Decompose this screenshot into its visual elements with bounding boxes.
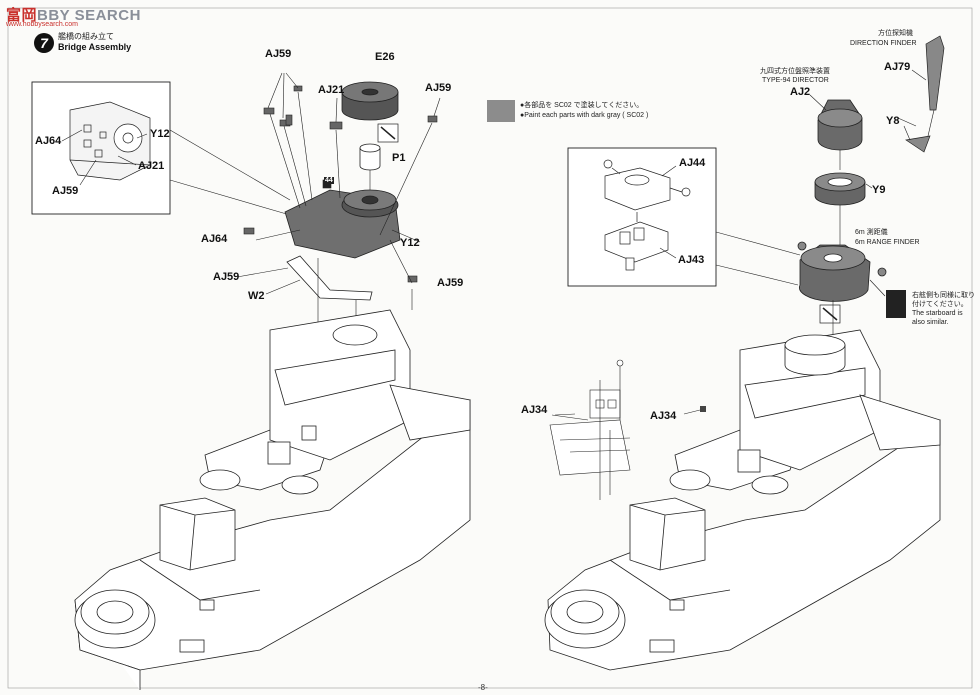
page-number: -8-: [478, 683, 488, 692]
starboard-note-jp-1: 右舷側も同様に取り: [912, 292, 975, 299]
starboard-note-en-1: The starboard is: [912, 310, 963, 317]
step-title-jp: 艦橋の組み立て: [58, 32, 114, 41]
label-y12-inset: Y12: [150, 128, 170, 140]
label-p1: P1: [392, 152, 406, 164]
direction-finder-jp: 方位探知機: [878, 30, 913, 37]
e26-cylinder-part: [341, 81, 399, 121]
watermark-brand-cn: 富岡: [6, 7, 38, 24]
ship-model-right: [544, 329, 941, 671]
range-finder-jp: 6m 測距儀: [855, 229, 888, 236]
aj44-aj43-drawing: [603, 159, 691, 271]
direction-finder-en: DIRECTION FINDER: [850, 40, 917, 47]
step-number-badge: 7: [34, 33, 54, 53]
inset-deck-drawing: [69, 101, 151, 181]
range-finder-en: 6m RANGE FINDER: [855, 239, 920, 246]
aj34-part-right: [700, 406, 706, 412]
label-aj43: AJ43: [678, 254, 705, 266]
direction-finder-part: [925, 35, 945, 111]
type94-director-part: [817, 99, 863, 151]
label-aj2: AJ2: [790, 86, 811, 98]
p1-ring-part: [359, 143, 381, 171]
label-aj79: AJ79: [884, 61, 911, 73]
label-aj34-left: AJ34: [521, 404, 548, 416]
label-aj64-main: AJ64: [201, 233, 228, 245]
label-aj64-inset: AJ64: [35, 135, 62, 147]
small-fittings: [243, 85, 438, 283]
label-aj59-top: AJ59: [265, 48, 292, 60]
marker-44: 44: [324, 177, 334, 184]
starboard-note-icon: [886, 290, 906, 318]
step-title-en: Bridge Assembly: [58, 42, 132, 52]
paint-note-en: ●Paint each parts with dark gray ( SC02 …: [520, 112, 649, 119]
label-aj59-low: AJ59: [437, 277, 464, 289]
label-aj59-right: AJ59: [425, 82, 452, 94]
starboard-note-en-2: also similar.: [912, 319, 949, 326]
paint-color-swatch: [487, 100, 515, 122]
director-jp: 九四式方位盤照準装置: [760, 68, 830, 75]
label-aj59-mid: AJ59: [213, 271, 240, 283]
label-y8: Y8: [886, 115, 900, 127]
ship-model-left: [74, 309, 471, 690]
label-w2: W2: [248, 290, 265, 302]
y9-ring-part: [814, 172, 866, 206]
label-y9: Y9: [872, 184, 886, 196]
label-aj44: AJ44: [679, 157, 706, 169]
label-aj59-inset: AJ59: [52, 185, 79, 197]
watermark-url: www.hobbysearch.com: [6, 21, 78, 28]
label-aj21-inset: AJ21: [138, 160, 165, 172]
aj34-detail-drawing: [549, 359, 631, 500]
w2-part: [286, 255, 373, 301]
watermark-logo: 富岡BBY SEARCH: [6, 4, 141, 25]
label-aj34-right: AJ34: [650, 410, 677, 422]
paint-note-jp: ●各部品を SC02 で塗装してください。: [520, 102, 644, 109]
label-y12-main: Y12: [400, 237, 420, 249]
bridge-platform-part: [284, 189, 401, 259]
label-e26: E26: [375, 51, 395, 63]
director-en: TYPE-94 DIRECTOR: [762, 77, 829, 84]
label-aj21-top: AJ21: [318, 84, 345, 96]
starboard-note-jp-2: 付けてください。: [912, 301, 968, 308]
page-border: [7, 7, 973, 689]
y8-part: [905, 135, 931, 153]
watermark-brand-en: BBY SEARCH: [37, 7, 141, 24]
range-finder-part: [797, 241, 887, 302]
